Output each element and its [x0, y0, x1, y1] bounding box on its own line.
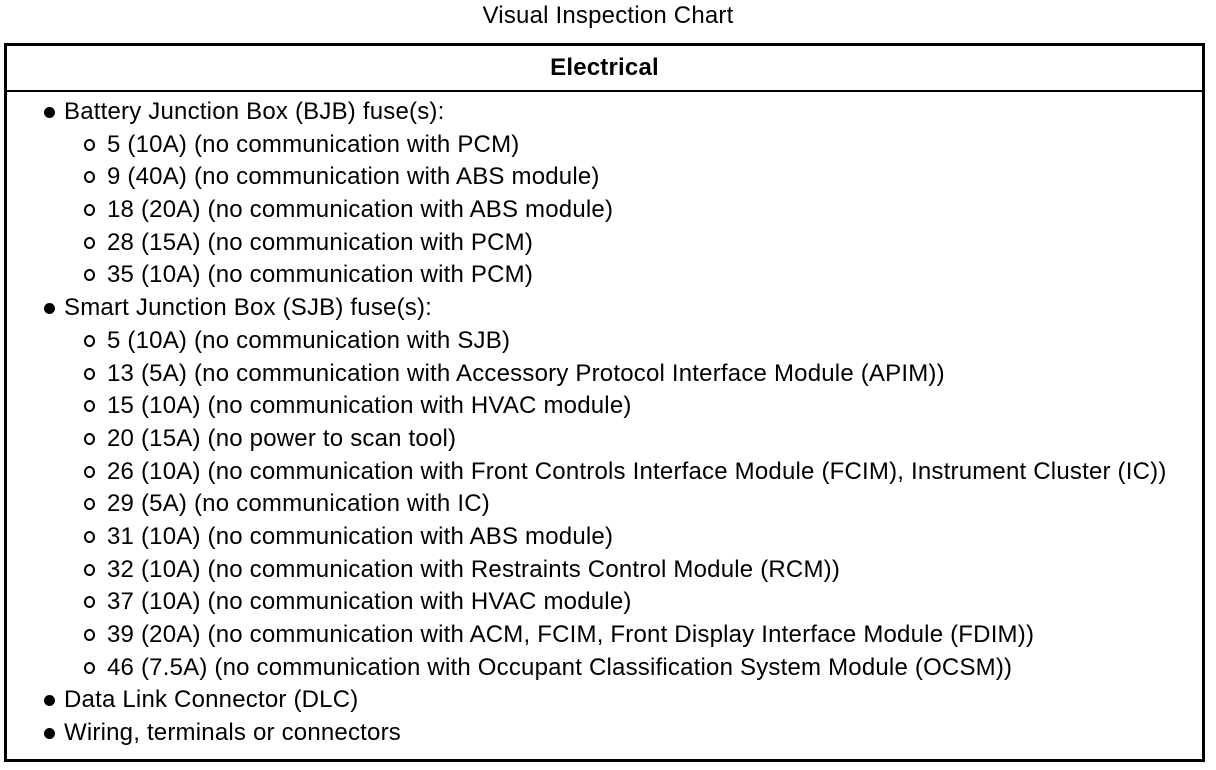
circle-icon: [84, 530, 95, 543]
circle-icon: [84, 596, 95, 609]
list-item-fuse: 35 (10A) (no communication with PCM): [7, 259, 1202, 292]
table-header-electrical: Electrical: [7, 46, 1202, 92]
fuse-item-text: 18 (20A) (no communication with ABS modu…: [107, 196, 614, 224]
section-label: Data Link Connector (DLC): [64, 686, 359, 714]
list-item-fuse: 31 (10A) (no communication with ABS modu…: [7, 521, 1202, 554]
fuse-item-text: 13 (5A) (no communication with Accessory…: [107, 359, 945, 387]
fuse-item-text: 26 (10A) (no communication with Front Co…: [107, 457, 1167, 485]
list-item-fuse: 5 (10A) (no communication with PCM): [7, 129, 1202, 162]
circle-icon: [84, 236, 95, 249]
fuse-item-text: 20 (15A) (no power to scan tool): [107, 424, 457, 452]
fuse-item-text: 15 (10A) (no communication with HVAC mod…: [107, 392, 632, 420]
list-item-fuse: 20 (15A) (no power to scan tool): [7, 423, 1202, 456]
circle-icon: [84, 367, 95, 380]
list-item-fuse: 26 (10A) (no communication with Front Co…: [7, 456, 1202, 489]
section-label: Smart Junction Box (SJB) fuse(s):: [64, 294, 433, 322]
list-item-fuse: 18 (20A) (no communication with ABS modu…: [7, 194, 1202, 227]
list-item-fuse: 29 (5A) (no communication with IC): [7, 488, 1202, 521]
circle-icon: [84, 400, 95, 413]
bullet-icon: [44, 303, 55, 315]
fuse-item-text: 9 (40A) (no communication with ABS modul…: [107, 163, 600, 191]
list-item-section: Wiring, terminals or connectors: [7, 717, 1202, 750]
list-item-fuse: 5 (10A) (no communication with SJB): [7, 325, 1202, 358]
bullet-icon: [44, 107, 55, 118]
fuse-item-text: 37 (10A) (no communication with HVAC mod…: [107, 588, 632, 616]
list-item-fuse: 46 (7.5A) (no communication with Occupan…: [7, 652, 1202, 685]
list-item-fuse: 39 (20A) (no communication with ACM, FCI…: [7, 619, 1202, 652]
circle-icon: [84, 204, 95, 217]
circle-icon: [84, 138, 95, 151]
table-body: Battery Junction Box (BJB) fuse(s): 5 (10…: [7, 92, 1202, 750]
circle-icon: [84, 661, 95, 674]
list-item-section: Battery Junction Box (BJB) fuse(s):: [7, 96, 1202, 129]
fuse-item-text: 32 (10A) (no communication with Restrain…: [107, 555, 841, 583]
list-item-section: Smart Junction Box (SJB) fuse(s):: [7, 292, 1202, 325]
circle-icon: [84, 465, 95, 478]
circle-icon: [84, 563, 95, 576]
fuse-item-text: 5 (10A) (no communication with PCM): [107, 130, 520, 158]
bullet-icon: [44, 695, 55, 707]
fuse-item-text: 39 (20A) (no communication with ACM, FCI…: [107, 621, 1035, 648]
inspection-table: Electrical Battery Junction Box (BJB) fu…: [4, 43, 1205, 762]
list-item-fuse: 15 (10A) (no communication with HVAC mod…: [7, 390, 1202, 423]
circle-icon: [84, 269, 95, 282]
fuse-item-text: 28 (15A) (no communication with PCM): [107, 228, 534, 256]
list-item-section: Data Link Connector (DLC): [7, 684, 1202, 717]
fuse-item-text: 35 (10A) (no communication with PCM): [107, 261, 534, 289]
fuse-item-text: 46 (7.5A) (no communication with Occupan…: [107, 653, 1013, 681]
circle-icon: [84, 334, 95, 347]
section-label: Battery Junction Box (BJB) fuse(s):: [64, 98, 445, 125]
bullet-icon: [44, 728, 55, 740]
fuse-item-text: 31 (10A) (no communication with ABS modu…: [107, 522, 614, 550]
list-item-fuse: 13 (5A) (no communication with Accessory…: [7, 358, 1202, 391]
circle-icon: [84, 432, 95, 445]
circle-icon: [84, 498, 95, 511]
list-item-fuse: 32 (10A) (no communication with Restrain…: [7, 554, 1202, 587]
page-title: Visual Inspection Chart: [482, 2, 734, 29]
circle-icon: [84, 629, 95, 641]
list-item-fuse: 9 (40A) (no communication with ABS modul…: [7, 161, 1202, 194]
list-item-fuse: 28 (15A) (no communication with PCM): [7, 227, 1202, 260]
fuse-item-text: 29 (5A) (no communication with IC): [107, 490, 490, 518]
fuse-item-text: 5 (10A) (no communication with SJB): [107, 326, 511, 354]
circle-icon: [84, 171, 95, 184]
list-item-fuse: 37 (10A) (no communication with HVAC mod…: [7, 586, 1202, 619]
section-label: Wiring, terminals or connectors: [64, 719, 401, 747]
